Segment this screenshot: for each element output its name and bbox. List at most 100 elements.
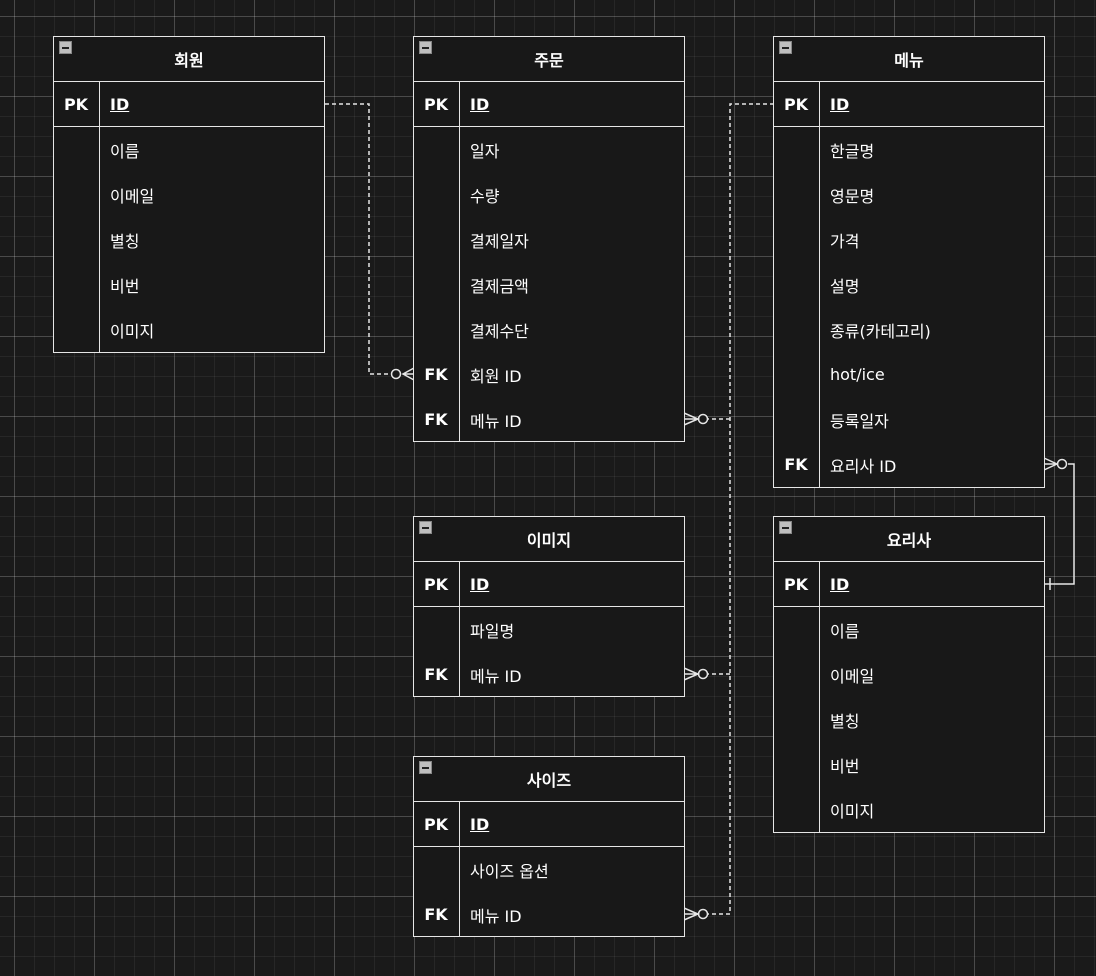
- field-row[interactable]: FK 요리사 ID: [774, 442, 1044, 487]
- field-name: 결제수단: [470, 321, 529, 341]
- field-name: 회원 ID: [470, 366, 522, 386]
- pk-label: PK: [423, 94, 449, 114]
- pk-row[interactable]: PK ID: [414, 802, 684, 847]
- collapse-icon[interactable]: [59, 41, 72, 54]
- field-row[interactable]: 비번: [54, 262, 324, 307]
- key-label: FK: [424, 665, 448, 684]
- field-row[interactable]: 별칭: [774, 697, 1044, 742]
- key-label: FK: [424, 410, 448, 429]
- field-row[interactable]: 이름: [54, 127, 324, 172]
- field-row[interactable]: 한글명: [774, 127, 1044, 172]
- entity-title: 회원: [54, 37, 324, 82]
- field-row[interactable]: 이미지: [54, 307, 324, 352]
- field-name: 결제일자: [470, 231, 529, 251]
- pk-row[interactable]: PK ID: [774, 82, 1044, 127]
- key-label: FK: [424, 905, 448, 924]
- field-name: 비번: [830, 756, 860, 776]
- field-row[interactable]: 결제수단: [414, 307, 684, 352]
- field-row[interactable]: 파일명: [414, 607, 684, 652]
- field-name: 수량: [470, 186, 500, 206]
- field-name: 요리사 ID: [830, 456, 897, 476]
- entity-menu[interactable]: 메뉴 PK ID 한글명 영문명 가격 설명 종류(카테고리) hot/ice …: [773, 36, 1045, 488]
- field-name: 메뉴 ID: [470, 906, 522, 926]
- field-name: 종류(카테고리): [830, 321, 931, 341]
- entity-chef[interactable]: 요리사 PK ID 이름 이메일 별칭 비번 이미지: [773, 516, 1045, 833]
- field-row[interactable]: FK 회원 ID: [414, 352, 684, 397]
- crowfoot-image-menu: [683, 667, 709, 681]
- pk-label: PK: [423, 574, 449, 594]
- pk-row[interactable]: PK ID: [414, 562, 684, 607]
- field-name: 별칭: [110, 231, 140, 251]
- field-name: 이름: [110, 141, 140, 161]
- field-name: ID: [470, 94, 490, 114]
- entity-title: 사이즈: [414, 757, 684, 802]
- pk-row[interactable]: PK ID: [774, 562, 1044, 607]
- collapse-icon[interactable]: [779, 521, 792, 534]
- field-name: 결제금액: [470, 276, 529, 296]
- field-row[interactable]: 이메일: [774, 652, 1044, 697]
- column-divider: [819, 562, 820, 832]
- pk-label: PK: [783, 94, 809, 114]
- field-row[interactable]: hot/ice: [774, 352, 1044, 397]
- field-row[interactable]: 사이즈 옵션: [414, 847, 684, 892]
- entity-size[interactable]: 사이즈 PK ID 사이즈 옵션 FK 메뉴 ID: [413, 756, 685, 937]
- column-divider: [99, 82, 100, 352]
- field-row[interactable]: 영문명: [774, 172, 1044, 217]
- field-name: 이메일: [110, 186, 155, 206]
- collapse-icon[interactable]: [419, 761, 432, 774]
- pk-row[interactable]: PK ID: [54, 82, 324, 127]
- field-name: 이름: [830, 621, 860, 641]
- rel-chef-menu: [1044, 463, 1075, 585]
- column-divider: [819, 82, 820, 487]
- collapse-icon[interactable]: [779, 41, 792, 54]
- field-row[interactable]: FK 메뉴 ID: [414, 397, 684, 442]
- field-name: 메뉴 ID: [470, 666, 522, 686]
- rel-member-order: [325, 103, 399, 375]
- field-row[interactable]: 결제금액: [414, 262, 684, 307]
- field-row[interactable]: 별칭: [54, 217, 324, 262]
- pk-label: PK: [783, 574, 809, 594]
- field-row[interactable]: 수량: [414, 172, 684, 217]
- entity-image[interactable]: 이미지 PK ID 파일명 FK 메뉴 ID: [413, 516, 685, 697]
- crowfoot-menu-chef: [1043, 457, 1068, 471]
- column-divider: [459, 82, 460, 441]
- field-row[interactable]: 등록일자: [774, 397, 1044, 442]
- field-row[interactable]: 이미지: [774, 787, 1044, 832]
- crowfoot-order-menu: [683, 412, 709, 426]
- field-row[interactable]: 종류(카테고리): [774, 307, 1044, 352]
- field-name: ID: [470, 814, 490, 834]
- field-row[interactable]: 이메일: [54, 172, 324, 217]
- field-name: 메뉴 ID: [470, 411, 522, 431]
- field-name: 비번: [110, 276, 140, 296]
- field-name: ID: [470, 574, 490, 594]
- field-row[interactable]: 비번: [774, 742, 1044, 787]
- field-name: hot/ice: [830, 365, 885, 384]
- field-name: 설명: [830, 276, 860, 296]
- field-name: 한글명: [830, 141, 875, 161]
- key-label: FK: [424, 365, 448, 384]
- key-label: FK: [784, 455, 808, 474]
- field-name: 별칭: [830, 711, 860, 731]
- field-row[interactable]: 설명: [774, 262, 1044, 307]
- field-row[interactable]: 이름: [774, 607, 1044, 652]
- column-divider: [459, 802, 460, 936]
- field-row[interactable]: 일자: [414, 127, 684, 172]
- field-name: 이메일: [830, 666, 875, 686]
- field-row[interactable]: 가격: [774, 217, 1044, 262]
- field-row[interactable]: FK 메뉴 ID: [414, 892, 684, 937]
- pk-label: PK: [63, 94, 89, 114]
- collapse-icon[interactable]: [419, 41, 432, 54]
- crowfoot-member-order: [390, 367, 415, 381]
- field-row[interactable]: FK 메뉴 ID: [414, 652, 684, 697]
- entity-title: 이미지: [414, 517, 684, 562]
- field-name: 가격: [830, 231, 860, 251]
- field-name: 파일명: [470, 621, 515, 641]
- entity-member[interactable]: 회원 PK ID 이름 이메일 별칭 비번 이미지: [53, 36, 325, 353]
- field-name: 등록일자: [830, 411, 889, 431]
- collapse-icon[interactable]: [419, 521, 432, 534]
- field-row[interactable]: 결제일자: [414, 217, 684, 262]
- field-name: 이미지: [830, 801, 875, 821]
- field-name: ID: [830, 574, 850, 594]
- pk-row[interactable]: PK ID: [414, 82, 684, 127]
